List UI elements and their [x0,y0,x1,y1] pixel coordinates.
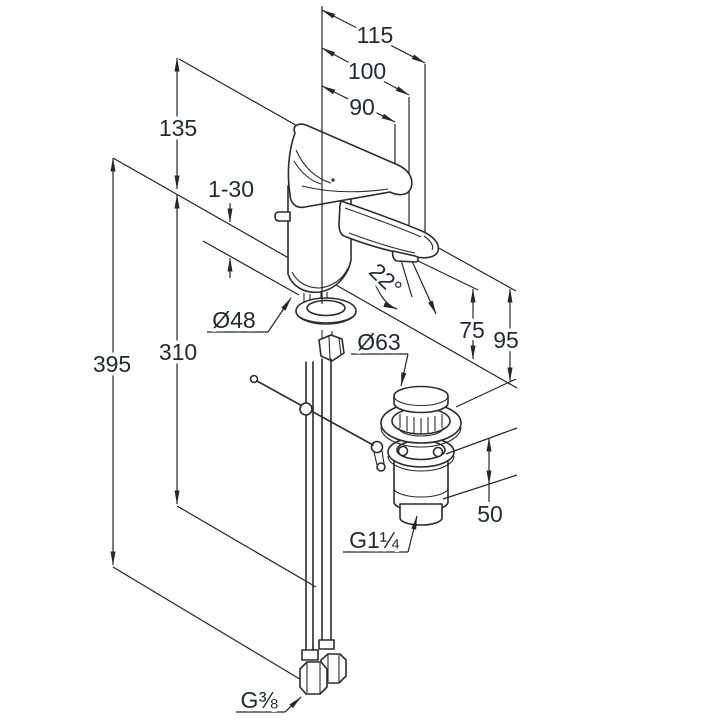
drain-drawing [370,385,462,526]
angle-22-label: 22° [364,258,407,301]
pull-rod [256,380,374,446]
drain-plug [393,385,449,414]
dim-135-label: 135 [159,115,197,141]
dim-1-30-label: 1-30 [208,176,254,202]
handle-indicator-dot [331,178,335,182]
supply-pipes [305,358,332,652]
dia-63-label: Ø63 [357,329,400,355]
thread-g114-label: G1¼ [349,527,400,553]
faucet-handle [287,123,413,209]
pull-rod-knob [249,374,259,384]
drain-tailpiece [399,503,443,526]
rod-guide [299,402,313,416]
aerator [391,250,419,263]
dimension-labels: 115 100 90 135 1-30 395 310 Ø48 Ø63 22° … [89,19,522,717]
dim-95-label: 95 [493,327,519,353]
drain-lever-joint [370,440,384,454]
dimension-lines-front [207,6,518,713]
thread-g38-label: G⅜ [240,687,278,713]
dim-75-label: 75 [459,317,485,343]
dim-310-label: 310 [159,339,197,365]
faucet-spout [338,200,440,259]
faucet-drawing [274,123,440,695]
mounting-nut [318,334,345,362]
dim-395-label: 395 [93,351,131,377]
dim-100-label: 100 [348,58,386,84]
supply-nut-left [299,661,328,695]
dia-48-label: Ø48 [212,307,255,333]
dim-115-label: 115 [357,22,394,48]
side-tab [274,211,291,222]
dim-50-label: 50 [477,501,503,527]
dim-90-label: 90 [349,94,375,120]
